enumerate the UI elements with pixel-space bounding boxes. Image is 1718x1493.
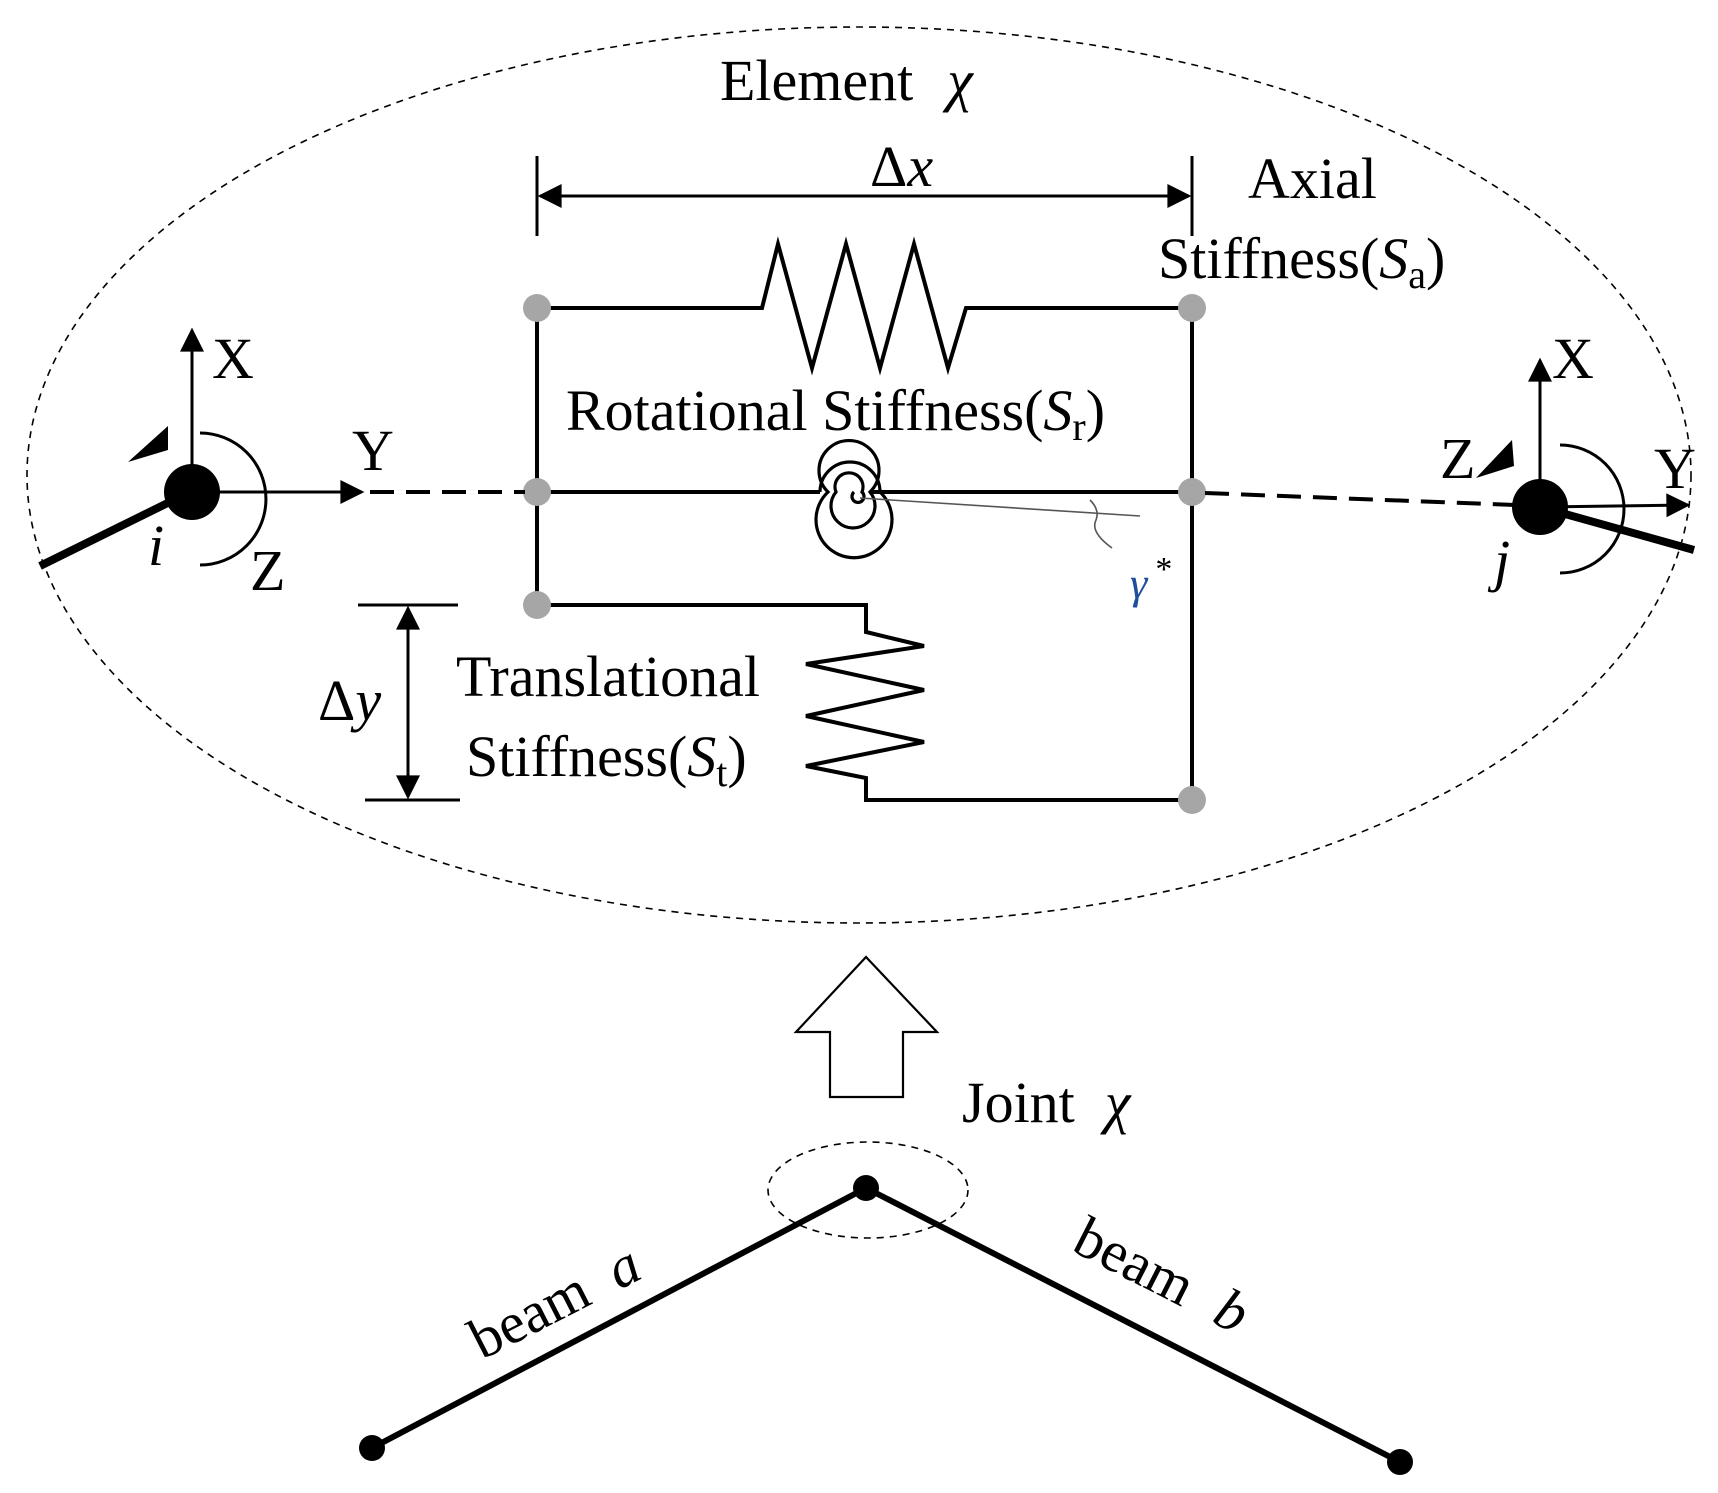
node-top-right — [1178, 294, 1206, 322]
node-j-rotation-arc — [1559, 443, 1626, 575]
node-j-z-label: Z — [1440, 426, 1475, 491]
beam-b — [864, 1185, 1402, 1465]
node-i — [164, 464, 220, 520]
up-block-arrow — [793, 955, 940, 1099]
translational-label-line1: Translational — [456, 644, 760, 709]
delta-x-label: Δx — [870, 134, 933, 199]
joint-node — [853, 1175, 879, 1201]
node-i-z-label: Z — [250, 538, 285, 603]
node-j-label: j — [1487, 528, 1510, 593]
node-i-label: i — [148, 513, 164, 578]
translational-label-line2: Stiffness(St) — [466, 724, 747, 795]
rotational-label: Rotational Stiffness(Sr) — [566, 378, 1105, 449]
dashed-link-right — [1204, 491, 1516, 507]
node-j-y-label: Y — [1654, 436, 1696, 501]
node-j-rotation-arrowhead — [1476, 440, 1514, 478]
axial-label-line1: Axial — [1248, 146, 1377, 211]
beam-b-label: beamb — [1064, 1204, 1260, 1347]
axial-label-line2: Stiffness(Sa) — [1158, 226, 1445, 297]
translational-spring — [537, 603, 1192, 802]
axial-spring — [537, 236, 1192, 376]
node-bottom-right — [1178, 786, 1206, 814]
node-i-y-label: Y — [352, 418, 394, 483]
node-top-left — [523, 294, 551, 322]
gamma-reference-line — [859, 497, 1141, 517]
beam-a — [370, 1185, 868, 1451]
node-i-rotation-arrowhead — [128, 426, 168, 462]
gamma-label: γ* — [1130, 551, 1172, 608]
gamma-arc — [1089, 499, 1113, 549]
node-bottom-left — [523, 591, 551, 619]
delta-y-label: Δy — [318, 668, 381, 733]
node-mid-left — [523, 478, 551, 506]
node-i-rotation-arc — [199, 431, 268, 567]
node-j-x-label: X — [1552, 326, 1594, 391]
beam-b-end-node — [1387, 1449, 1413, 1475]
rotational-spiral-spring — [814, 438, 894, 560]
node-mid-right — [1178, 478, 1206, 506]
node-i-beam-stub — [38, 488, 192, 570]
beam-a-end-node — [359, 1435, 385, 1461]
node-i-x-label: X — [212, 326, 254, 391]
element-boundary-ellipse — [26, 26, 1692, 924]
node-j — [1512, 479, 1568, 535]
joint-boundary-ellipse — [767, 1141, 969, 1239]
